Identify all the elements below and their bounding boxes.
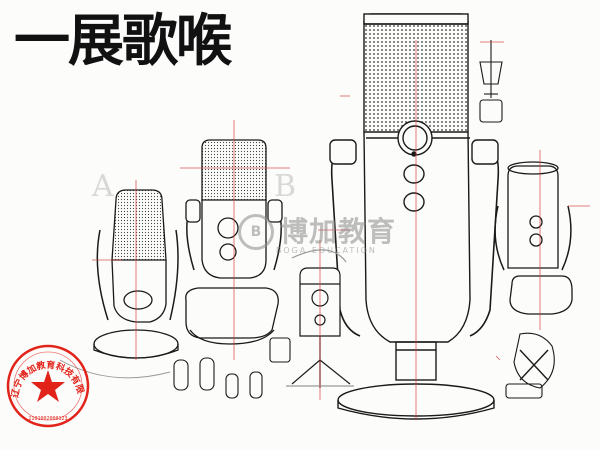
company-stamp: 辽宁博加教育科技有限公司 2101002000123 bbox=[0, 0, 90, 428]
sketch-letter-b: B bbox=[274, 169, 296, 204]
watermark-cn: 博加教育 bbox=[280, 215, 397, 248]
microphone-left bbox=[59, 189, 179, 379]
brand-logo-icon: B bbox=[238, 214, 274, 250]
sketch-letter-a: A bbox=[91, 169, 114, 204]
detail-parts bbox=[173, 40, 555, 399]
watermark-en: BOGA EDUCATION bbox=[276, 246, 377, 255]
construction-lines bbox=[92, 40, 590, 420]
page-title: 一展歌喉 bbox=[14, 9, 232, 74]
svg-text:辽宁博加教育科技有限公司: 辽宁博加教育科技有限公司 bbox=[0, 0, 86, 398]
brand-watermark: B 博加教育 BOGA EDUCATION bbox=[238, 214, 397, 255]
stamp-org-text: 辽宁博加教育科技有限公司 bbox=[0, 0, 86, 398]
microphone-right bbox=[494, 161, 573, 315]
stamp-code: 2101002000123 bbox=[28, 416, 67, 422]
